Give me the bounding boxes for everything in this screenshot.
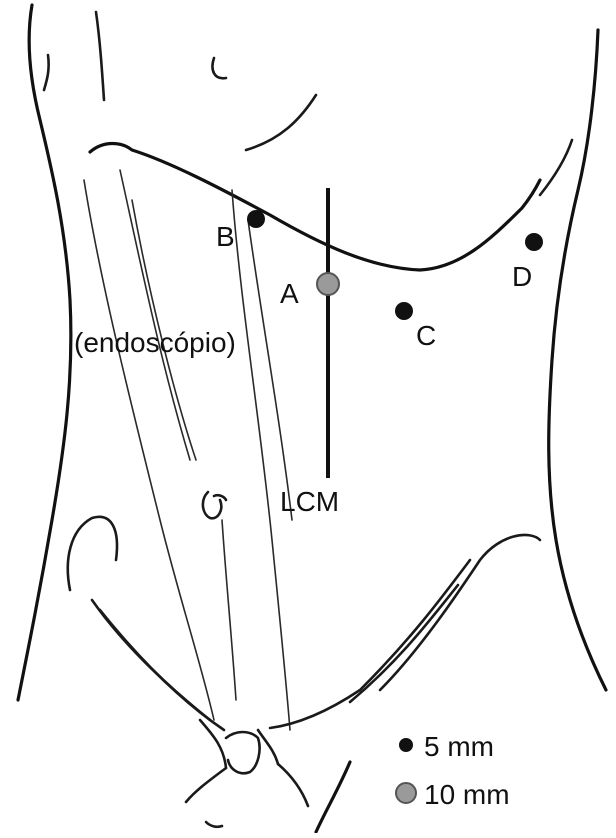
- left-inguinal-lower: [100, 610, 224, 730]
- port-a-marker: [317, 273, 339, 295]
- legend: 5 mm 10 mm: [396, 731, 510, 810]
- legend-10mm-swatch: [396, 783, 416, 803]
- midline-label: LCM: [280, 486, 339, 517]
- port-d-label: D: [512, 261, 532, 292]
- umbilicus: [203, 492, 226, 518]
- right-iliac-crest: [380, 535, 540, 690]
- groin-mark: [206, 822, 222, 827]
- port-c-label: C: [416, 320, 436, 351]
- right-chest-curve: [540, 140, 572, 195]
- endoscope-label: (endoscópio): [74, 327, 236, 358]
- chest-mark: [213, 58, 227, 78]
- right-inguinal-upper: [270, 560, 470, 728]
- port-b-label: B: [216, 221, 235, 252]
- pubic-right: [258, 730, 278, 764]
- left-body-contour: [18, 5, 71, 700]
- port-b-marker: [247, 210, 265, 228]
- left-inguinal-upper: [92, 600, 210, 720]
- legend-5mm-swatch: [399, 738, 413, 752]
- left-shoulder-mark: [44, 55, 49, 90]
- pectoral-curve: [246, 95, 316, 150]
- port-d-marker: [525, 233, 543, 251]
- port-c-marker: [395, 302, 413, 320]
- abdominal-lines: [84, 170, 292, 730]
- legend-10mm-label: 10 mm: [424, 779, 510, 810]
- left-iliac-crest: [68, 517, 117, 590]
- pubic-arc: [226, 732, 260, 773]
- costal-margin: [90, 144, 540, 271]
- rectus-line-2: [120, 170, 190, 460]
- left-rectus-line: [84, 180, 214, 720]
- right-rectus-line: [248, 220, 292, 520]
- linea-alba: [232, 190, 290, 730]
- legend-5mm-label: 5 mm: [424, 731, 494, 762]
- right-body-contour: [549, 30, 606, 690]
- upper-line-mark: [96, 12, 104, 100]
- pubic-base: [186, 768, 226, 802]
- diagram-labels: A B C D (endoscópio) LCM: [74, 221, 532, 517]
- right-thigh-line: [316, 762, 350, 832]
- rectus-line-5: [222, 520, 236, 700]
- port-a-label: A: [280, 278, 299, 309]
- pubic-base-right: [278, 764, 308, 806]
